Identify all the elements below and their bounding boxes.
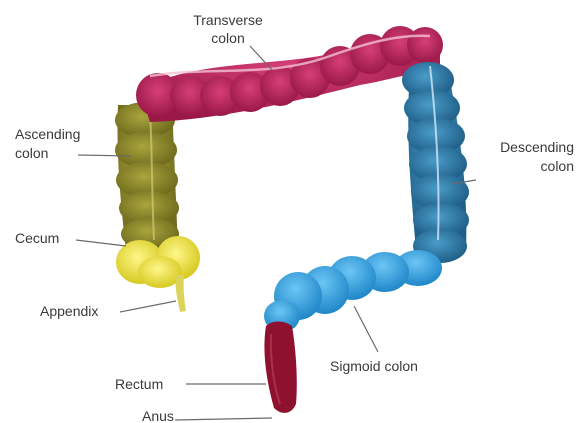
leader-appendix: [120, 301, 176, 312]
label-rectum: Rectum: [115, 376, 163, 392]
descending-colon: [402, 62, 469, 263]
transverse-colon: [136, 26, 443, 122]
label-descending-line1: Descending: [500, 139, 574, 155]
leader-anus: [175, 418, 272, 420]
label-descending-line2: colon: [541, 158, 574, 174]
leader-sigmoid: [354, 306, 378, 352]
label-cecum: Cecum: [15, 230, 59, 246]
label-ascending-line2: colon: [15, 145, 48, 161]
label-sigmoid: Sigmoid colon: [330, 358, 418, 374]
rectum: [264, 322, 296, 413]
label-transverse-line2: colon: [211, 30, 244, 46]
appendix: [175, 275, 186, 312]
label-anus: Anus: [142, 408, 174, 423]
label-appendix: Appendix: [40, 303, 98, 319]
sigmoid-colon: [264, 250, 442, 332]
label-transverse-line1: Transverse: [193, 12, 263, 28]
ascending-colon: [115, 102, 179, 250]
label-ascending-line1: Ascending: [15, 126, 80, 142]
leader-cecum: [76, 240, 126, 246]
